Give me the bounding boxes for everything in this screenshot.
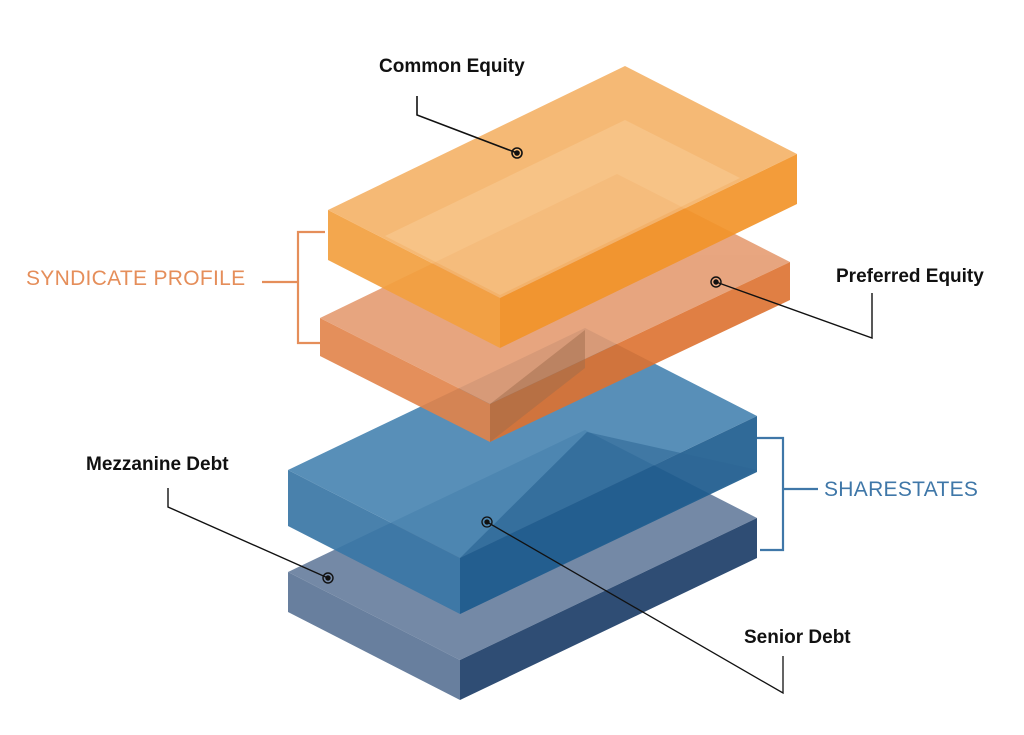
group-label-sharestates: SHARESTATES	[824, 478, 979, 501]
group-label-syndicate-profile: SYNDICATE PROFILE	[26, 267, 246, 290]
common-equity-slab	[328, 66, 797, 348]
label-mezzanine-debt: Mezzanine Debt	[86, 454, 229, 475]
label-common-equity: Common Equity	[379, 56, 525, 77]
leader-mezzanine-debt	[167, 488, 334, 584]
syndicate-profile-bracket	[262, 230, 325, 345]
leader-preferred-equity	[710, 276, 873, 339]
mezzanine-debt-slab	[288, 328, 757, 614]
sharestates-bracket	[757, 436, 818, 552]
leader-senior-debt	[481, 516, 784, 695]
label-preferred-equity: Preferred Equity	[836, 266, 984, 287]
leader-common-equity	[416, 96, 523, 159]
label-senior-debt: Senior Debt	[744, 627, 851, 648]
